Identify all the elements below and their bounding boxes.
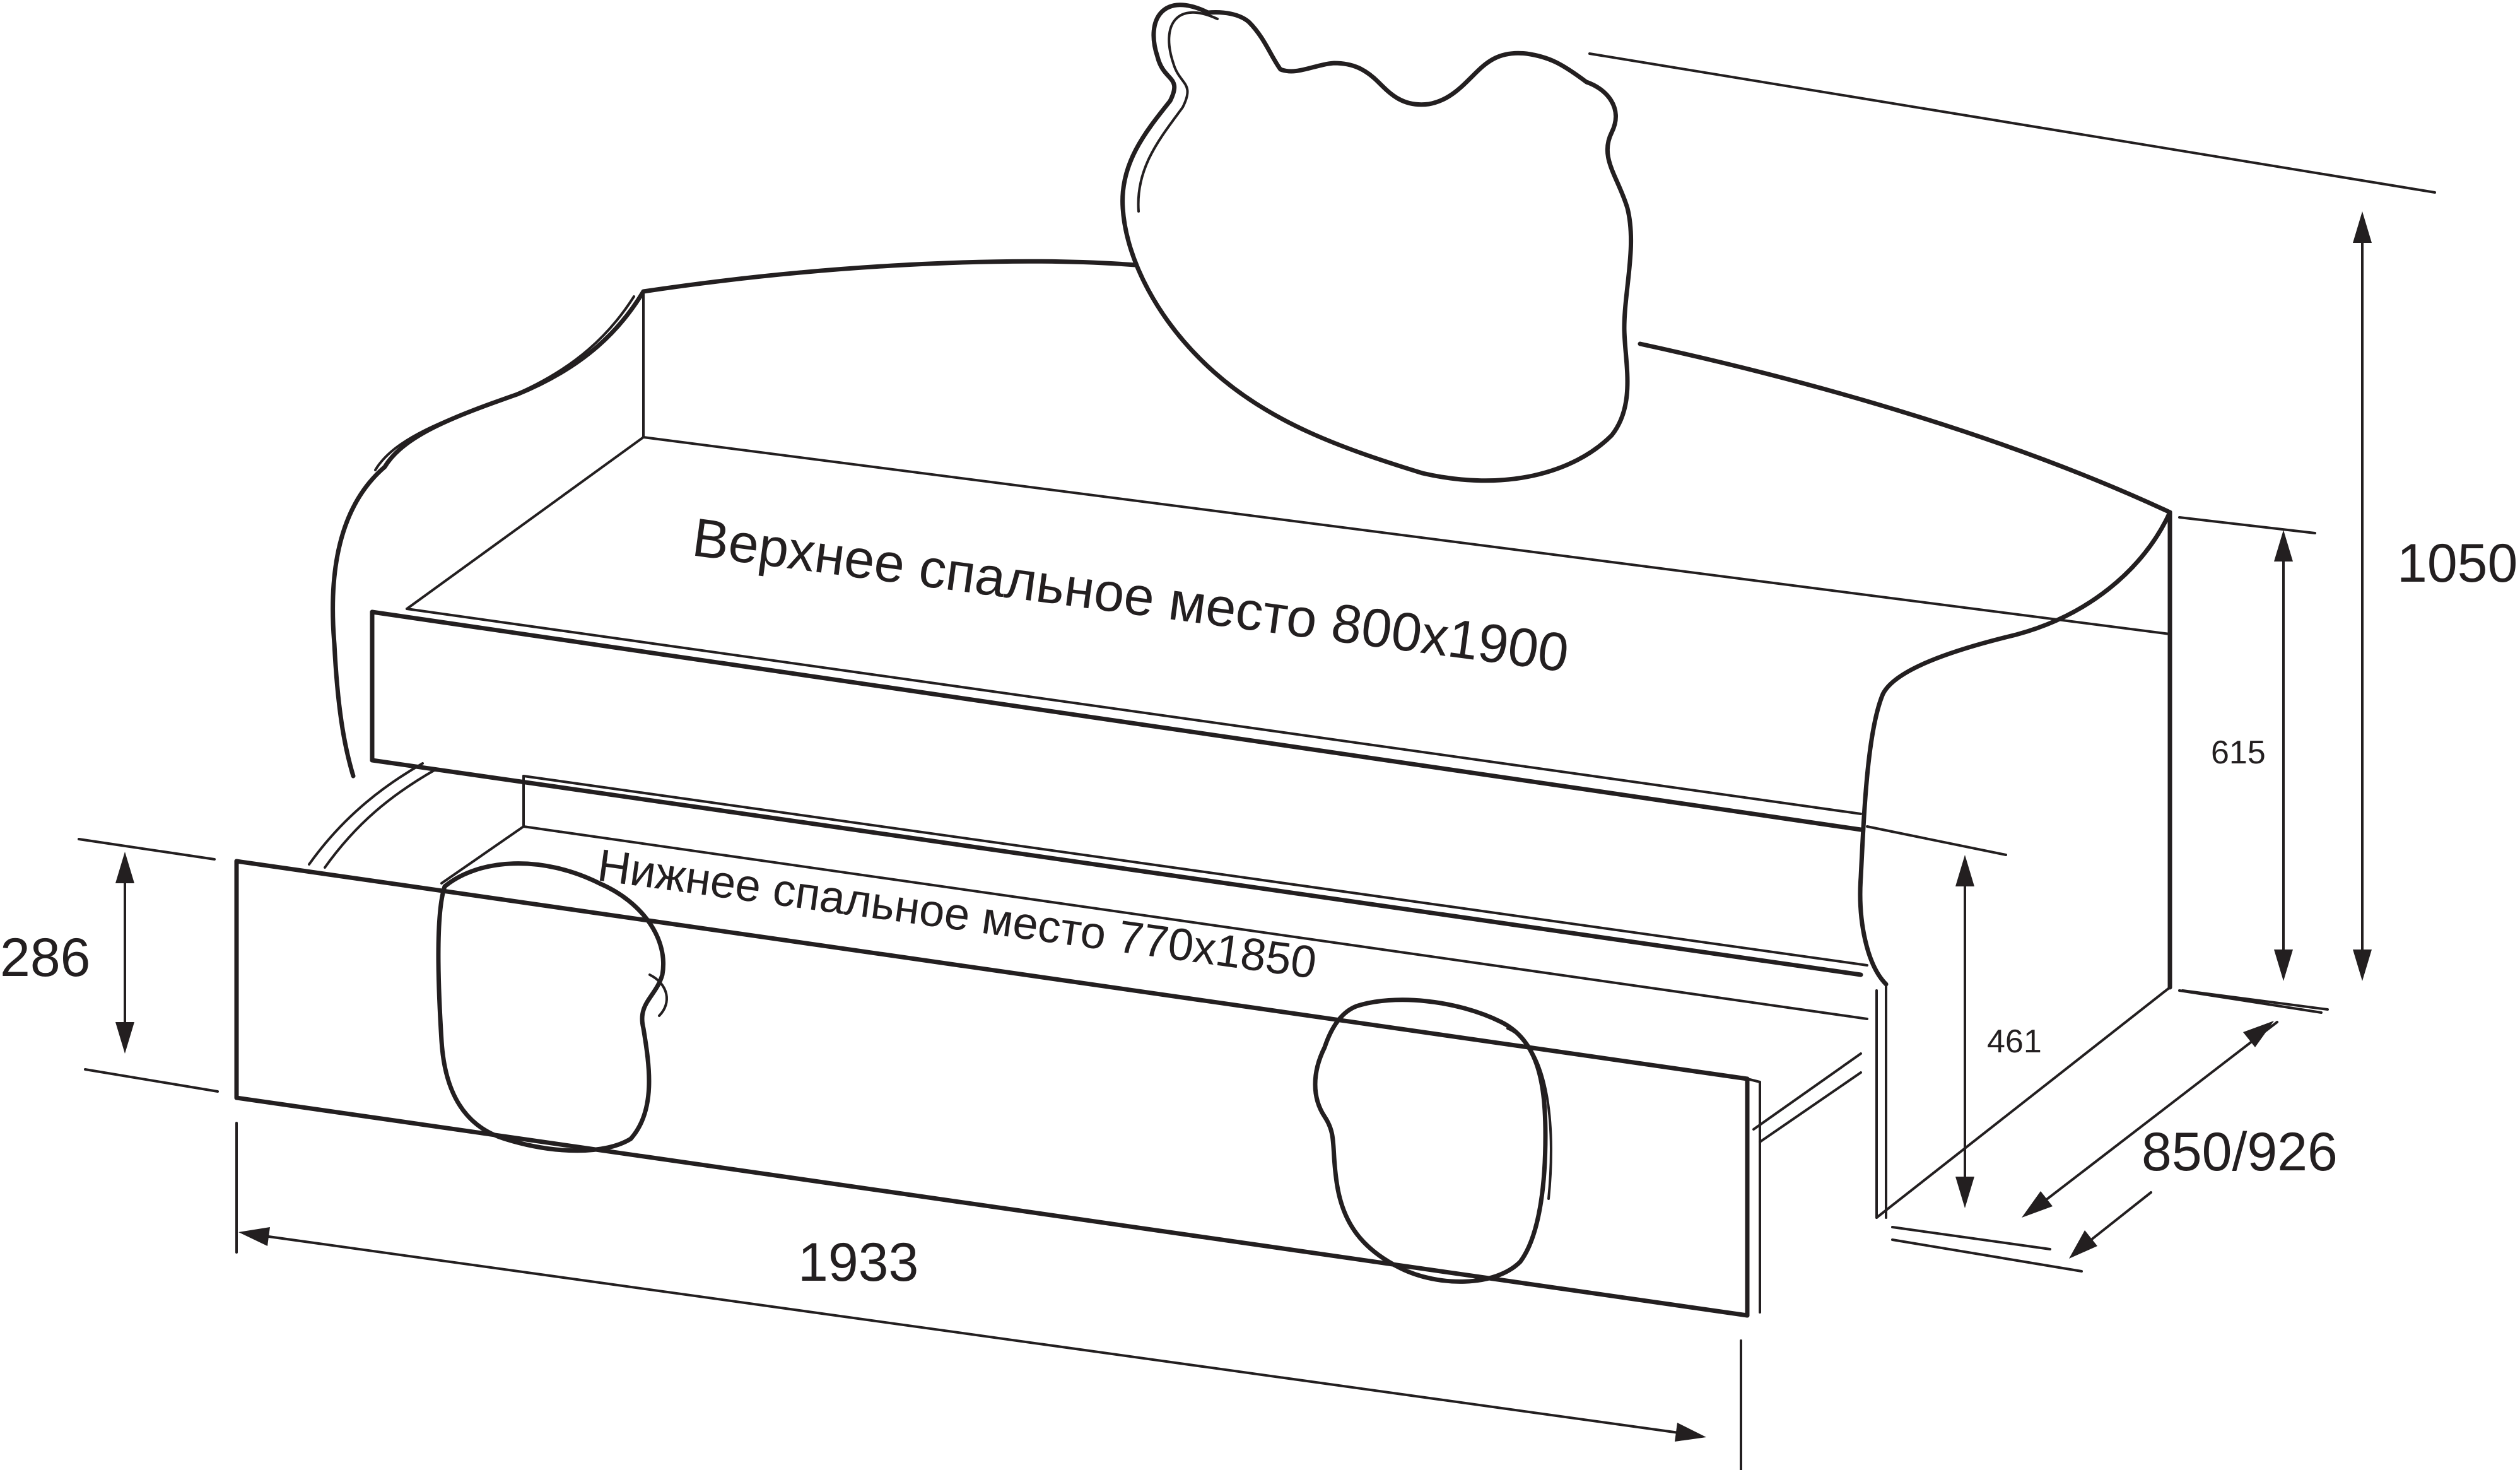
lower-height-label: 461 [1987, 1023, 2042, 1060]
drawer-ear-right [1313, 997, 1552, 1284]
bed-outline [234, 259, 2172, 1318]
dimension-lower-height [1866, 825, 2007, 1208]
drawer-ear-left [436, 861, 668, 1153]
dimension-drawer-height [78, 838, 219, 1093]
length-label: 1933 [798, 1232, 918, 1293]
dimension-total-height [1588, 52, 2436, 981]
bear-head-decoration [1120, 3, 1634, 483]
dimension-length [235, 1122, 1742, 1470]
total-height-label: 1050 [2397, 533, 2517, 594]
dimension-depth [1891, 989, 2329, 1273]
depth-label: 850/926 [2142, 1122, 2338, 1182]
drawer-height-label: 286 [0, 927, 91, 988]
backrest-height-label: 615 [2211, 734, 2266, 771]
upper-berth-label: Верхнее спальное место 800х1900 [689, 507, 1572, 684]
